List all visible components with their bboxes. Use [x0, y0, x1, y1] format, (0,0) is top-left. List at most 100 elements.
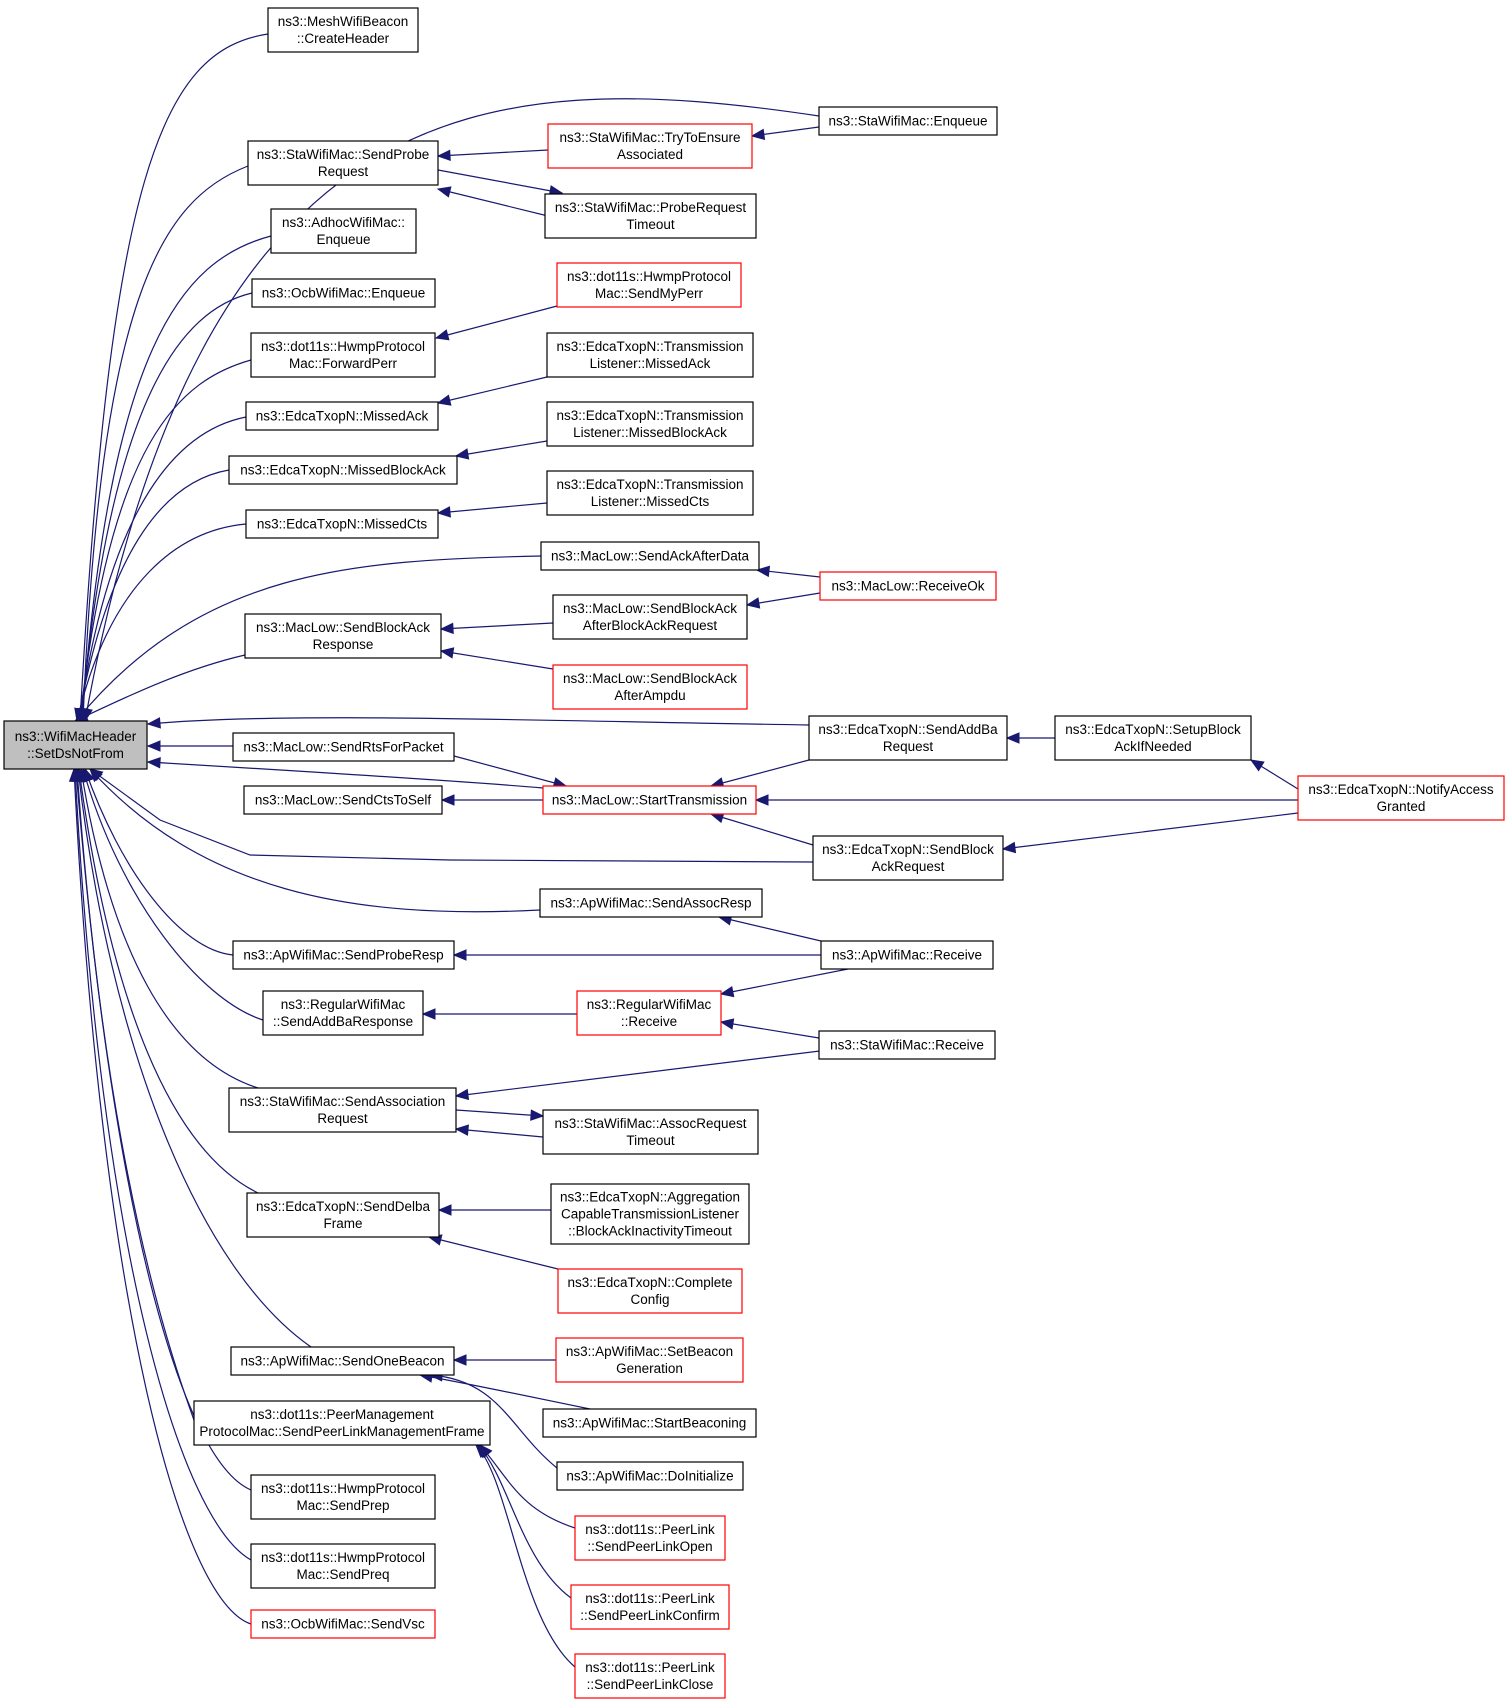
node-tlMissedAck[interactable]: ns3::EdcaTxopN::TransmissionListener::Mi… — [546, 332, 754, 378]
node-box-sendProbeResp[interactable] — [232, 940, 455, 970]
node-receiveOk[interactable]: ns3::MacLow::ReceiveOk — [819, 571, 997, 601]
node-ocbEnqueue[interactable]: ns3::OcbWifiMac::Enqueue — [251, 278, 436, 308]
node-box-sendAssocReq[interactable] — [228, 1087, 457, 1133]
node-box-root[interactable] — [3, 720, 148, 770]
node-box-rwmReceive[interactable] — [576, 990, 722, 1036]
node-box-tryToEnsure[interactable] — [547, 123, 753, 169]
node-box-hwmpSendMyPerr[interactable] — [556, 262, 742, 308]
node-box-missedCts[interactable] — [245, 509, 439, 539]
node-rwmReceive[interactable]: ns3::RegularWifiMac::Receive — [576, 990, 722, 1036]
node-missedBlockAck[interactable]: ns3::EdcaTxopN::MissedBlockAck — [228, 455, 458, 485]
node-doInitialize[interactable]: ns3::ApWifiMac::DoInitialize — [556, 1461, 744, 1491]
node-box-sendBar[interactable] — [812, 835, 1004, 881]
node-sendCtsToSelf[interactable]: ns3::MacLow::SendCtsToSelf — [243, 785, 443, 815]
node-sendOneBeacon[interactable]: ns3::ApWifiMac::SendOneBeacon — [230, 1346, 455, 1376]
node-box-startTx[interactable] — [542, 785, 757, 815]
node-sendProbeResp[interactable]: ns3::ApWifiMac::SendProbeResp — [232, 940, 455, 970]
node-box-sbaResponse[interactable] — [244, 613, 442, 659]
node-hwmpForwardPerr[interactable]: ns3::dot11s::HwmpProtocolMac::ForwardPer… — [250, 332, 436, 378]
node-startTx[interactable]: ns3::MacLow::StartTransmission — [542, 785, 757, 815]
node-box-receiveOk[interactable] — [819, 571, 997, 601]
node-box-sendOneBeacon[interactable] — [230, 1346, 455, 1376]
node-missedAck[interactable]: ns3::EdcaTxopN::MissedAck — [245, 401, 439, 431]
node-box-tlMissedBlockAck[interactable] — [546, 401, 754, 447]
node-box-missedAck[interactable] — [245, 401, 439, 431]
node-apReceive[interactable]: ns3::ApWifiMac::Receive — [820, 940, 994, 970]
node-staEnqueue[interactable]: ns3::StaWifiMac::Enqueue — [818, 106, 998, 136]
node-plClose[interactable]: ns3::dot11s::PeerLink::SendPeerLinkClose — [574, 1653, 726, 1699]
node-adhocEnqueue[interactable]: ns3::AdhocWifiMac::Enqueue — [270, 208, 417, 254]
node-sendAckAfterData[interactable]: ns3::MacLow::SendAckAfterData — [540, 541, 760, 571]
node-startBeaconing[interactable]: ns3::ApWifiMac::StartBeaconing — [542, 1408, 757, 1438]
node-ocbSendVsc[interactable]: ns3::OcbWifiMac::SendVsc — [250, 1609, 436, 1639]
node-meshBeacon[interactable]: ns3::MeshWifiBeacon::CreateHeader — [267, 7, 419, 53]
node-box-hwmpSendPreq[interactable] — [250, 1543, 436, 1589]
node-sendRts[interactable]: ns3::MacLow::SendRtsForPacket — [232, 732, 455, 762]
node-box-sendAddBaReq[interactable] — [808, 715, 1008, 761]
node-box-meshBeacon[interactable] — [267, 7, 419, 53]
node-box-sendAckAfterData[interactable] — [540, 541, 760, 571]
node-tlMissedCts[interactable]: ns3::EdcaTxopN::TransmissionListener::Mi… — [546, 470, 754, 516]
node-missedCts[interactable]: ns3::EdcaTxopN::MissedCts — [245, 509, 439, 539]
node-box-setBeaconGen[interactable] — [555, 1337, 744, 1383]
node-sendAssocResp[interactable]: ns3::ApWifiMac::SendAssocResp — [539, 888, 763, 918]
node-box-hwmpForwardPerr[interactable] — [250, 332, 436, 378]
node-box-sendRts[interactable] — [232, 732, 455, 762]
node-staReceive[interactable]: ns3::StaWifiMac::Receive — [818, 1030, 996, 1060]
node-box-completeConfig[interactable] — [557, 1268, 743, 1314]
node-box-plConfirm[interactable] — [570, 1584, 730, 1630]
node-box-aggBlockAck[interactable] — [550, 1183, 750, 1245]
node-root[interactable]: ns3::WifiMacHeader::SetDsNotFrom — [3, 720, 148, 770]
node-box-pmpSendFrame[interactable] — [193, 1400, 491, 1446]
node-rwmSendAddBaResp[interactable]: ns3::RegularWifiMac::SendAddBaResponse — [262, 990, 424, 1036]
node-box-plClose[interactable] — [574, 1653, 726, 1699]
node-box-tlMissedAck[interactable] — [546, 332, 754, 378]
node-box-ocbSendVsc[interactable] — [250, 1609, 436, 1639]
node-box-doInitialize[interactable] — [556, 1461, 744, 1491]
node-box-staEnqueue[interactable] — [818, 106, 998, 136]
node-box-sendAssocResp[interactable] — [539, 888, 763, 918]
node-sbaAfterBar[interactable]: ns3::MacLow::SendBlockAckAfterBlockAckRe… — [552, 594, 748, 640]
node-pmpSendFrame[interactable]: ns3::dot11s::PeerManagementProtocolMac::… — [193, 1400, 491, 1446]
node-box-missedBlockAck[interactable] — [228, 455, 458, 485]
node-box-adhocEnqueue[interactable] — [270, 208, 417, 254]
node-box-sbaAfterAmpdu[interactable] — [552, 664, 748, 710]
node-box-plOpen[interactable] — [574, 1515, 726, 1561]
node-box-tlMissedCts[interactable] — [546, 470, 754, 516]
node-plOpen[interactable]: ns3::dot11s::PeerLink::SendPeerLinkOpen — [574, 1515, 726, 1561]
node-box-assocReqTimeout[interactable] — [542, 1109, 759, 1155]
node-box-sbaAfterBar[interactable] — [552, 594, 748, 640]
node-box-sendDelba[interactable] — [246, 1192, 440, 1238]
node-box-ocbEnqueue[interactable] — [251, 278, 436, 308]
node-box-hwmpSendPrep[interactable] — [250, 1474, 436, 1520]
node-box-sendProbeReq[interactable] — [247, 140, 439, 186]
node-box-setupBlockAck[interactable] — [1054, 715, 1252, 761]
node-plConfirm[interactable]: ns3::dot11s::PeerLink::SendPeerLinkConfi… — [570, 1584, 730, 1630]
node-aggBlockAck[interactable]: ns3::EdcaTxopN::AggregationCapableTransm… — [550, 1183, 750, 1245]
node-tlMissedBlockAck[interactable]: ns3::EdcaTxopN::TransmissionListener::Mi… — [546, 401, 754, 447]
node-box-notifyAccess[interactable] — [1297, 775, 1505, 821]
node-box-probeReqTimeout[interactable] — [544, 193, 757, 239]
node-box-staReceive[interactable] — [818, 1030, 996, 1060]
node-box-rwmSendAddBaResp[interactable] — [262, 990, 424, 1036]
node-box-startBeaconing[interactable] — [542, 1408, 757, 1438]
node-box-sendCtsToSelf[interactable] — [243, 785, 443, 815]
node-box-apReceive[interactable] — [820, 940, 994, 970]
